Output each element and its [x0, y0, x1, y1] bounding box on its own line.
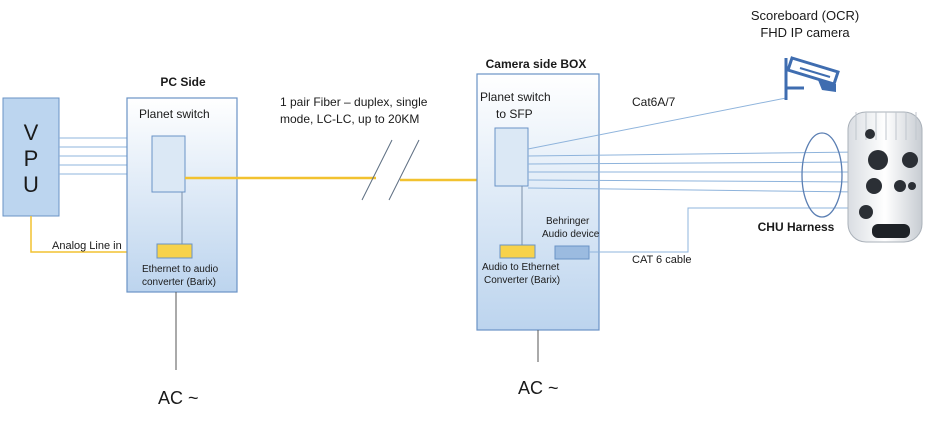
pc-barix-converter: [156, 243, 193, 259]
fiber-label-1: 1 pair Fiber – duplex, single: [280, 95, 428, 109]
behringer-label-2: Audio device: [542, 229, 600, 240]
ac-pc-label: AC ~: [158, 388, 199, 408]
chu-harness-label: CHU Harness: [758, 220, 835, 234]
cam-barix-converter: [499, 244, 536, 259]
vpu-letter-u: U: [23, 172, 39, 197]
chu-harness-ring: [801, 132, 843, 218]
ip-camera-icon: [784, 56, 840, 100]
pc-planet-switch: [151, 135, 186, 193]
cam-switch-label-1: Planet switch: [480, 90, 551, 104]
pc-switch-label: Planet switch: [139, 107, 210, 121]
cat6-line: [589, 207, 860, 253]
pc-converter-label-2: converter (Barix): [142, 277, 216, 288]
scoreboard-label-2: FHD IP camera: [760, 25, 850, 40]
ac-cam-label: AC ~: [518, 378, 559, 398]
analog-line-label: Analog Line in: [52, 240, 122, 252]
pc-side-title: PC Side: [160, 75, 206, 89]
fiber-label-2: mode, LC-LC, up to 20KM: [280, 112, 419, 126]
analog-line: [30, 216, 157, 253]
cat6a-line: [527, 97, 787, 150]
vpu-box: [2, 97, 60, 217]
chu-camera-pod: [847, 111, 923, 243]
cam-converter-label-2: Converter (Barix): [484, 275, 560, 286]
cam-converter-label-1: Audio to Ethernet: [482, 262, 559, 273]
cat6a-label: Cat6A/7: [632, 95, 676, 109]
cat6-label: CAT 6 cable: [632, 254, 692, 266]
behringer-label-1: Behringer: [546, 216, 590, 227]
cam-planet-switch: [494, 127, 529, 187]
pc-converter-label-1: Ethernet to audio: [142, 264, 219, 275]
camera-box-title: Camera side BOX: [486, 57, 587, 71]
scoreboard-label-1: Scoreboard (OCR): [751, 8, 859, 23]
vpu-letter-p: P: [24, 146, 39, 171]
fiber-break-marks: [361, 139, 420, 201]
cam-switch-label-2: to SFP: [496, 107, 533, 121]
vpu-letter-v: V: [24, 120, 39, 145]
behringer-audio-device: [554, 245, 590, 260]
